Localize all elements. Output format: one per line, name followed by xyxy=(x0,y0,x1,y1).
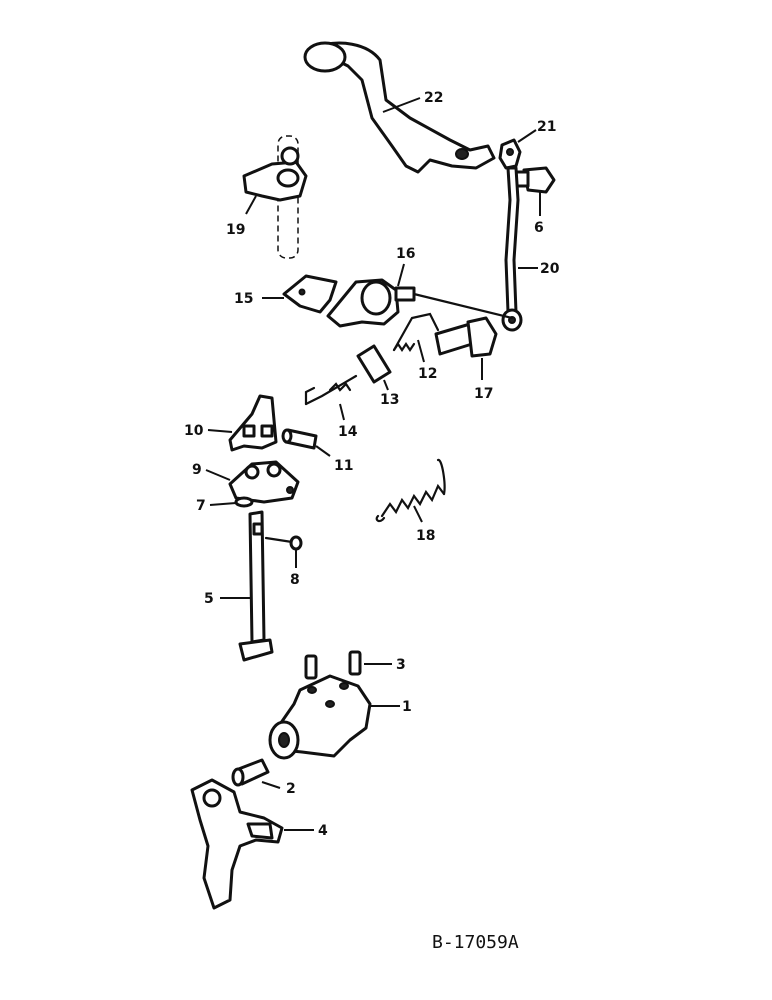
part-12-detent-rod xyxy=(392,312,440,352)
callout-21: 21 xyxy=(537,119,556,135)
part-19-lever-bracket xyxy=(242,135,308,259)
callout-22: 22 xyxy=(424,90,443,106)
callout-9: 9 xyxy=(192,462,202,478)
callout-5: 5 xyxy=(204,591,214,607)
part-6-bolt xyxy=(514,166,556,194)
callout-1: 1 xyxy=(402,699,412,715)
callout-6: 6 xyxy=(534,220,544,236)
part-7-washer xyxy=(234,496,254,508)
callout-14: 14 xyxy=(338,424,358,440)
part-14-pin xyxy=(304,374,358,406)
callout-16: 16 xyxy=(396,246,415,262)
part-8-pin xyxy=(264,535,303,551)
callout-4: 4 xyxy=(318,823,328,839)
callout-15: 15 xyxy=(234,291,253,307)
part-10-fork-bracket xyxy=(228,394,278,452)
part-2-roller xyxy=(231,758,270,787)
part-13-spacer xyxy=(356,344,392,384)
callout-13: 13 xyxy=(380,392,399,408)
callout-19: 19 xyxy=(226,222,245,238)
part-11-pin xyxy=(281,428,318,450)
part-1-housing xyxy=(268,674,372,760)
part-5-shift-rail xyxy=(238,510,274,662)
part-3-dowels xyxy=(304,650,362,680)
callout-17: 17 xyxy=(474,386,493,402)
callout-10: 10 xyxy=(184,423,204,439)
part-17-cap-screw xyxy=(434,316,498,358)
part-9-base xyxy=(228,460,300,504)
part-4-shift-fork xyxy=(190,778,284,910)
part-22-shift-lever xyxy=(303,41,496,174)
callout-8: 8 xyxy=(290,572,300,588)
callout-2: 2 xyxy=(286,781,296,797)
callout-12: 12 xyxy=(418,366,437,382)
callout-3: 3 xyxy=(396,657,406,673)
callout-11: 11 xyxy=(334,458,353,474)
callout-18: 18 xyxy=(416,528,435,544)
callout-20: 20 xyxy=(540,261,560,277)
part-20-shift-rod xyxy=(501,166,523,332)
callout-7: 7 xyxy=(196,498,206,514)
part-16-guide-bracket xyxy=(326,278,514,328)
part-15-plate xyxy=(282,274,338,314)
part-18-spring xyxy=(375,458,446,523)
figure-code: B-17059A xyxy=(432,932,519,953)
part-21-clevis xyxy=(498,138,522,170)
